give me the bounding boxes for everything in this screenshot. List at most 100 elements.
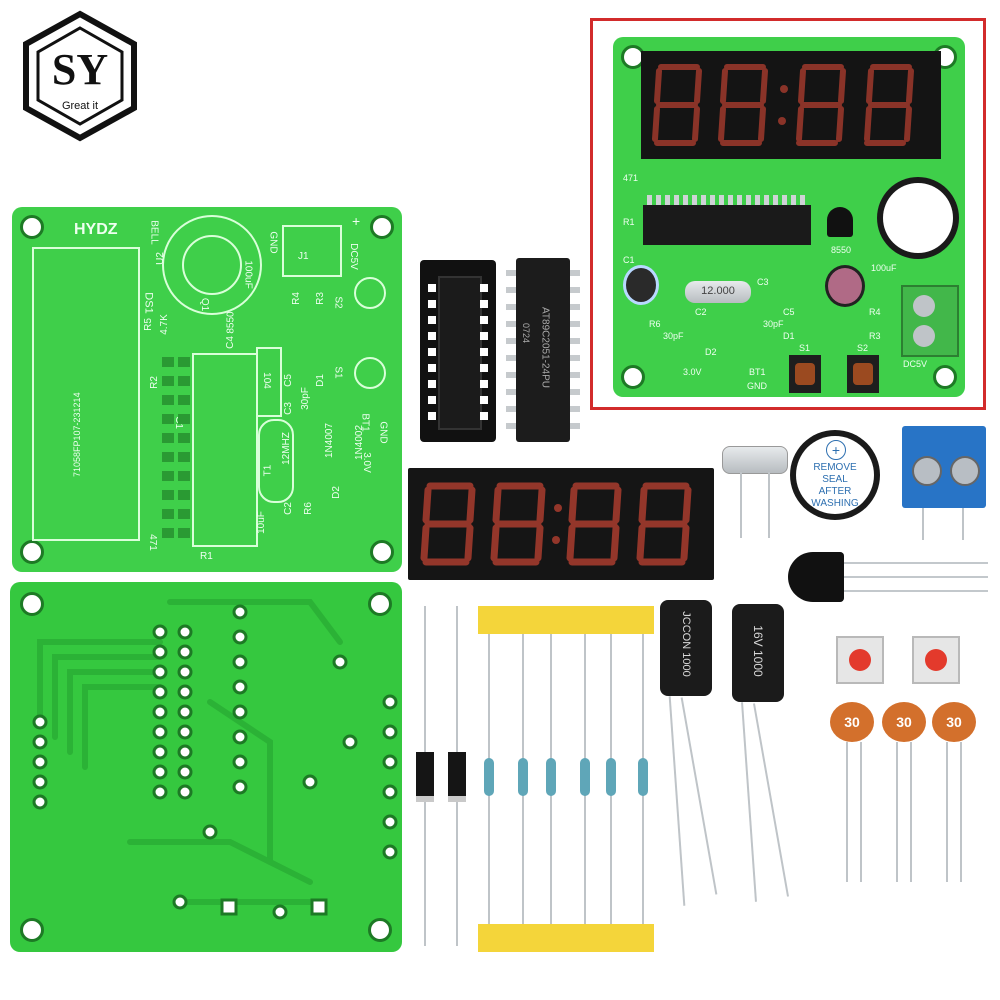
tact-switch-2: [912, 636, 960, 684]
r471-label: 471: [146, 534, 158, 551]
brand-logo: SY Great it: [20, 10, 140, 142]
inset-button-s2: [847, 355, 879, 393]
inset-label-471: 471: [623, 173, 639, 183]
ceramic-cap-3: 30: [932, 702, 976, 742]
j1-connector: [282, 225, 342, 277]
r3-label: R3: [314, 292, 326, 305]
r4-label: R4: [290, 292, 302, 305]
resistor-4: [580, 758, 590, 796]
buzzer-text-1: REMOVE: [813, 462, 857, 473]
microcontroller-chip: AT89C2051-24PU 0724: [516, 258, 570, 442]
inset-label-r1: R1: [623, 217, 635, 227]
inset-label-d1: D1: [783, 331, 795, 341]
inset-crystal: 12.000: [685, 281, 751, 303]
diode-2: [448, 752, 466, 802]
bell-label: BELL: [148, 220, 160, 245]
t1-label: T1: [262, 464, 274, 477]
resistor-1: [484, 758, 494, 796]
logo-letters: SY: [51, 45, 109, 94]
resistor-6: [638, 758, 648, 796]
ceramic-cap-2: 30: [882, 702, 926, 742]
dc5v-label: DC5V: [347, 243, 359, 270]
inset-label-30pf-1: 30pF: [663, 331, 684, 341]
c1-value: 10uF: [255, 511, 267, 534]
inset-crystal-label: 12.000: [701, 285, 735, 297]
gnd-label-top: GND: [267, 231, 279, 254]
gnd-label-bottom: GND: [377, 421, 389, 444]
logo-tagline: Great it: [61, 100, 99, 112]
inset-label-100uf: 100uF: [871, 263, 897, 273]
c-104-label: 104: [260, 372, 272, 389]
pad-column-left: [162, 357, 174, 547]
back-pcb: [10, 582, 402, 952]
pad-column-right: [178, 357, 190, 547]
copper-traces: [32, 599, 398, 920]
cap-1-marking: JCCON 1000: [680, 611, 692, 677]
inset-terminal: [901, 285, 959, 357]
r6-label: R6: [302, 502, 314, 515]
chip-pins-right: [570, 270, 580, 430]
diode-1: [416, 752, 434, 802]
resistor-tape-top: [478, 606, 654, 634]
chip-marking: AT89C2051-24PU: [539, 307, 551, 388]
buzzer: + REMOVE SEAL AFTER WASHING: [790, 430, 880, 520]
inset-cap-c1: [623, 265, 659, 305]
cap-2-marking: 16V 1000: [751, 625, 765, 677]
front-pcb: HYDZ DS1 71058FP107-231214 BELL U2 100uF…: [12, 207, 402, 572]
screw-terminal: [902, 426, 986, 508]
c4-label: C4: [224, 336, 236, 349]
assembled-pcb: 12.000 471 R1 C1 R6 30pF C2 C3 30pF C5 D…: [613, 37, 965, 397]
crystal-outline: [258, 419, 294, 503]
diode-1n4002-label: 1N4002: [354, 424, 366, 461]
inset-label-c3: C3: [757, 277, 769, 287]
r5-label: R5: [142, 318, 154, 331]
seven-segment-display: [408, 468, 714, 580]
resistor-tape-bottom: [478, 924, 654, 952]
electrolytic-capacitor-1: JCCON 1000: [660, 600, 712, 696]
inset-transistor: [827, 207, 853, 237]
ceramic-cap-1: 30: [830, 702, 874, 742]
c5-label: C5: [282, 374, 294, 387]
r5-value: 4.7K: [158, 314, 170, 335]
s2-pad: [354, 277, 386, 309]
c-104-box: [256, 347, 282, 417]
j1-label: J1: [298, 251, 309, 262]
q1-label: Q1: [199, 297, 211, 312]
resistor-5: [606, 758, 616, 796]
inset-label-c2: C2: [695, 307, 707, 317]
inset-label-r4: R4: [869, 307, 881, 317]
u2-label: U2: [154, 252, 166, 265]
ds1-label: DS1: [142, 292, 155, 314]
s1-label: S1: [332, 366, 344, 379]
inset-label-r6: R6: [649, 319, 661, 329]
s2-label: S2: [332, 296, 344, 309]
inset-label-r3: R3: [869, 331, 881, 341]
tact-switch-1: [836, 636, 884, 684]
inset-button-s1: [789, 355, 821, 393]
inset-label-8550: 8550: [831, 245, 852, 255]
c3-value: 30pF: [299, 387, 311, 410]
assembled-board-inset: 12.000 471 R1 C1 R6 30pF C2 C3 30pF C5 D…: [590, 18, 986, 410]
chip-pins-left: [506, 270, 516, 430]
crystal-freq: 12MHZ: [280, 432, 292, 465]
inset-label-3v: 3.0V: [683, 367, 702, 377]
c3-label: C3: [282, 402, 294, 415]
inset-label-c1: C1: [623, 255, 635, 265]
d1-label: D1: [314, 374, 326, 387]
buzzer-outline: [162, 215, 262, 315]
diode-1n4007-label: 1N4007: [324, 422, 336, 459]
inset-label-bt1: BT1: [749, 367, 766, 377]
pcb-serial: 71058FP107-231214: [72, 392, 82, 477]
s1-pad: [354, 357, 386, 389]
buzzer-plus: +: [826, 440, 846, 460]
c2-label: C2: [282, 502, 294, 515]
ic-socket: [420, 260, 496, 442]
cap-100uf-label: 100uF: [242, 260, 254, 289]
plus-label: +: [352, 213, 361, 229]
inset-label-c5: C5: [783, 307, 795, 317]
buzzer-text-4: WASHING: [811, 498, 859, 509]
crystal-oscillator: [722, 446, 788, 474]
transistor: [788, 552, 844, 602]
buzzer-text-2: SEAL: [822, 474, 848, 485]
electrolytic-capacitor-2: 16V 1000: [732, 604, 784, 702]
